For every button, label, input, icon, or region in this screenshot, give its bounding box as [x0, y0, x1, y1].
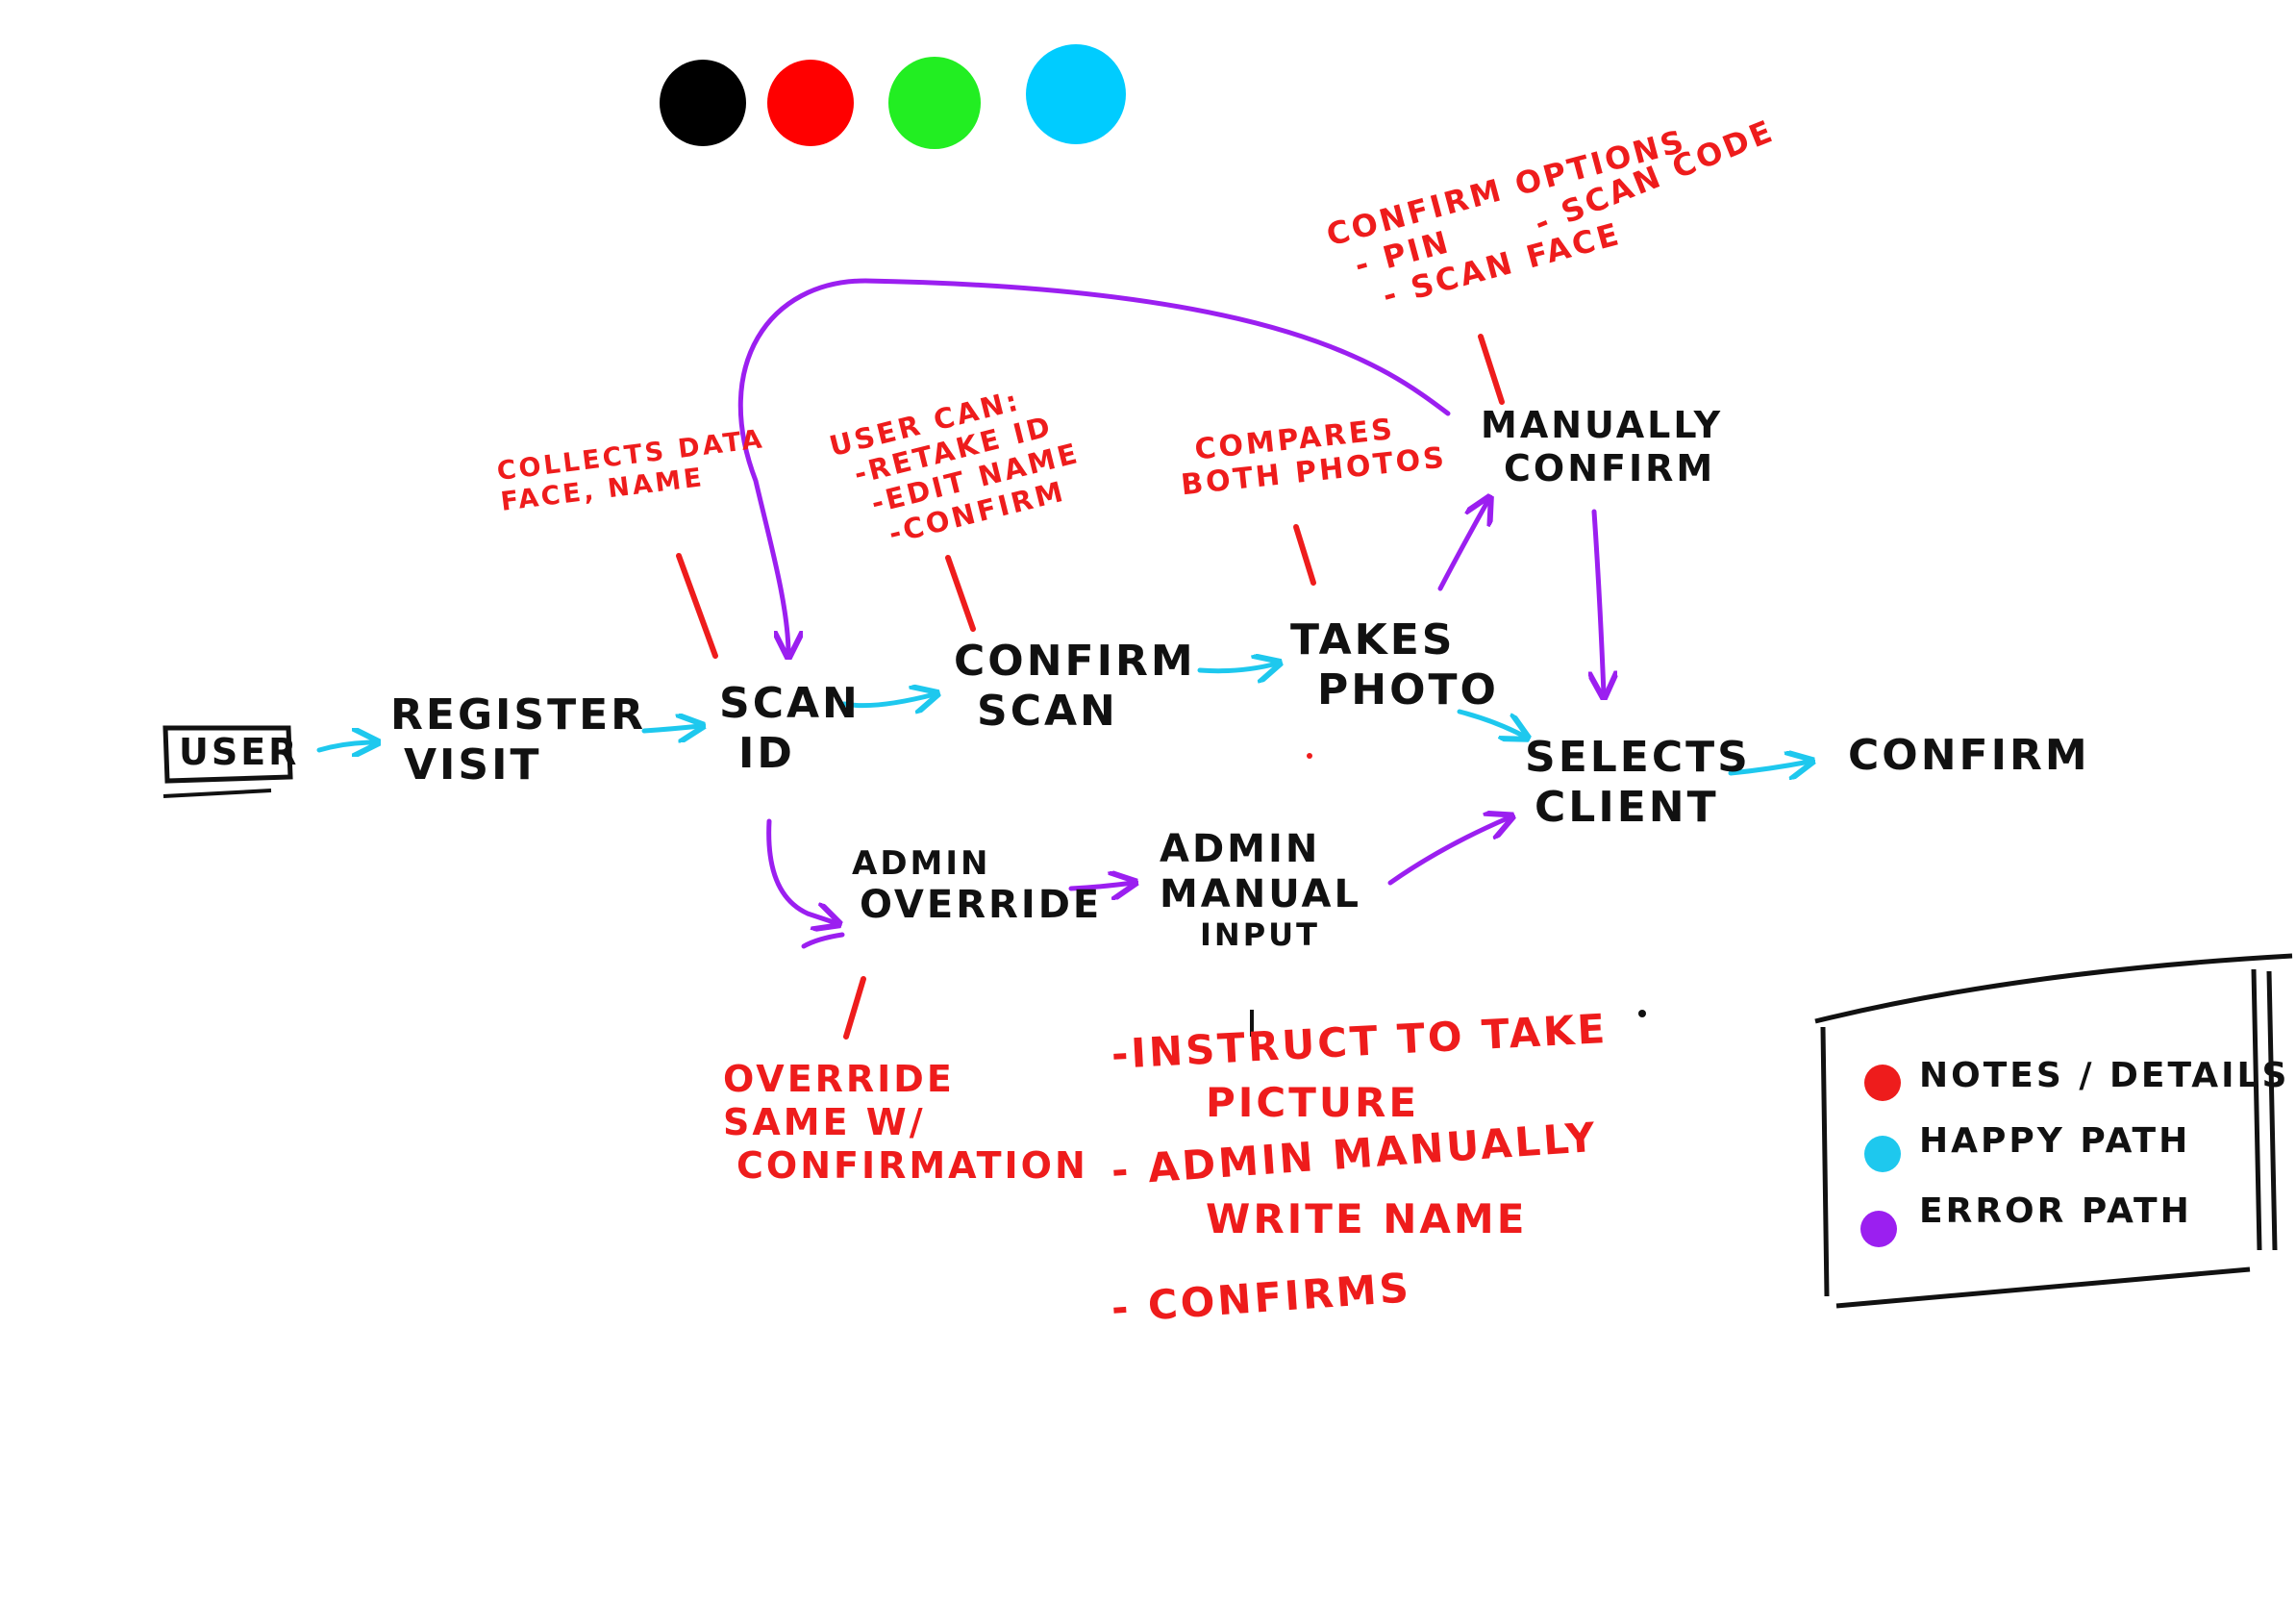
node-scan-id-line2: ID	[738, 728, 795, 778]
arrow-confirm-scan-to-photo	[1197, 664, 1277, 671]
connector-collects-data	[676, 553, 718, 659]
legend-item-happy-label: HAPPY PATH	[1919, 1121, 2191, 1162]
node-admin-override[interactable]: ADMIN OVERRIDE	[852, 844, 1102, 928]
arrow-manual-confirm-back-to-scan	[737, 278, 1451, 654]
legend: NOTES / DETAILS HAPPY PATH ERROR PATH	[1919, 1056, 2289, 1232]
legend-dot-happy	[1864, 1136, 1901, 1172]
node-takes-photo[interactable]: TAKES PHOTO	[1290, 615, 1499, 715]
node-takes-photo-line2: PHOTO	[1317, 664, 1499, 714]
node-confirm-scan-line1: CONFIRM	[954, 637, 1196, 686]
note-admin-input-line5: - CONFIRMS	[1110, 1264, 1413, 1333]
node-takes-photo-line1: TAKES	[1290, 615, 1456, 664]
arrow-admin-input-to-selects	[1387, 817, 1510, 886]
arrow-register-to-scan	[641, 726, 700, 731]
swatch-red[interactable]	[767, 60, 854, 146]
note-admin-input-line4: WRITE NAME	[1206, 1194, 1528, 1242]
swatch-green[interactable]	[888, 57, 981, 149]
node-scan-id-line1: SCAN	[719, 679, 861, 728]
legend-item-happy: HAPPY PATH	[1919, 1121, 2289, 1162]
happy-path-arrows	[316, 664, 1809, 773]
arrow-scan-to-override	[766, 818, 836, 923]
node-register-visit-line1: REGISTER	[390, 690, 647, 739]
stray-dot-red	[1307, 753, 1312, 759]
stray-dot-black	[1638, 1010, 1646, 1017]
legend-frame	[1814, 953, 2293, 1309]
node-manually-confirm-line1: MANUALLY	[1481, 404, 1724, 446]
connector-user-can	[945, 555, 976, 632]
node-confirm-scan[interactable]: CONFIRM SCAN	[954, 637, 1196, 737]
user-box	[162, 725, 293, 784]
legend-item-notes-label: NOTES / DETAILS	[1919, 1056, 2290, 1095]
arrow-photo-to-selects	[1457, 709, 1525, 737]
legend-dot-error	[1860, 1211, 1897, 1247]
connector-confirm-options	[1478, 334, 1505, 405]
connector-override	[843, 976, 866, 1040]
note-override-line3: CONFIRMATION	[736, 1143, 1088, 1187]
swatch-cyan[interactable]	[1026, 44, 1126, 144]
error-path-arrows	[737, 278, 1604, 949]
node-register-visit-line2: VISIT	[404, 739, 542, 789]
arrow-scan-to-confirm-scan	[841, 694, 935, 706]
node-confirm-label: CONFIRM	[1848, 731, 2090, 780]
node-admin-manual-input-line3: INPUT	[1200, 916, 1320, 954]
node-selects-client-line2: CLIENT	[1535, 782, 1719, 832]
note-override-line1: OVERRIDE	[723, 1058, 955, 1100]
note-admin-input: -INSTRUCT TO TAKE PICTURE - ADMIN MANUAL…	[1110, 1005, 1609, 1333]
note-connectors	[676, 334, 1505, 1040]
note-admin-input-line2: PICTURE	[1206, 1078, 1420, 1126]
arrow-user-to-register	[316, 742, 375, 750]
node-admin-override-line1: ADMIN	[852, 844, 991, 883]
node-selects-client[interactable]: SELECTS CLIENT	[1525, 733, 1751, 833]
connector-compares	[1293, 524, 1316, 586]
user-box-underline	[162, 789, 272, 798]
node-user-label: USER	[179, 731, 300, 773]
node-manually-confirm[interactable]: MANUALLY CONFIRM	[1481, 404, 1723, 490]
arrow-photo-to-manual-confirm	[1437, 500, 1488, 591]
node-confirm-scan-line2: SCAN	[977, 686, 1118, 736]
arrow-selects-to-confirm	[1728, 762, 1809, 773]
note-override-line2: SAME W/	[723, 1100, 926, 1143]
arrow-manual-confirm-to-selects	[1594, 509, 1604, 694]
node-confirm[interactable]: CONFIRM	[1848, 731, 2090, 781]
note-override: OVERRIDE SAME W/ CONFIRMATION	[723, 1058, 1088, 1187]
node-manually-confirm-line2: CONFIRM	[1504, 446, 1716, 489]
legend-dot-notes	[1864, 1065, 1901, 1101]
legend-item-error: ERROR PATH	[1919, 1191, 2289, 1232]
node-selects-client-line1: SELECTS	[1525, 733, 1751, 782]
node-admin-manual-input[interactable]: ADMIN MANUAL INPUT	[1160, 827, 1361, 954]
arrow-override-stroke	[801, 932, 845, 949]
node-admin-manual-input-line1: ADMIN	[1160, 827, 1321, 871]
arrow-override-to-admin-input	[1068, 883, 1133, 889]
node-scan-id[interactable]: SCAN ID	[719, 679, 861, 779]
legend-item-error-label: ERROR PATH	[1919, 1190, 2192, 1231]
swatch-black[interactable]	[660, 60, 746, 146]
legend-item-notes: NOTES / DETAILS	[1919, 1056, 2289, 1096]
node-admin-override-line2: OVERRIDE	[860, 883, 1103, 928]
node-register-visit[interactable]: REGISTER VISIT	[390, 690, 646, 790]
node-user[interactable]: USER	[179, 731, 299, 774]
node-admin-manual-input-line2: MANUAL	[1160, 872, 1361, 917]
